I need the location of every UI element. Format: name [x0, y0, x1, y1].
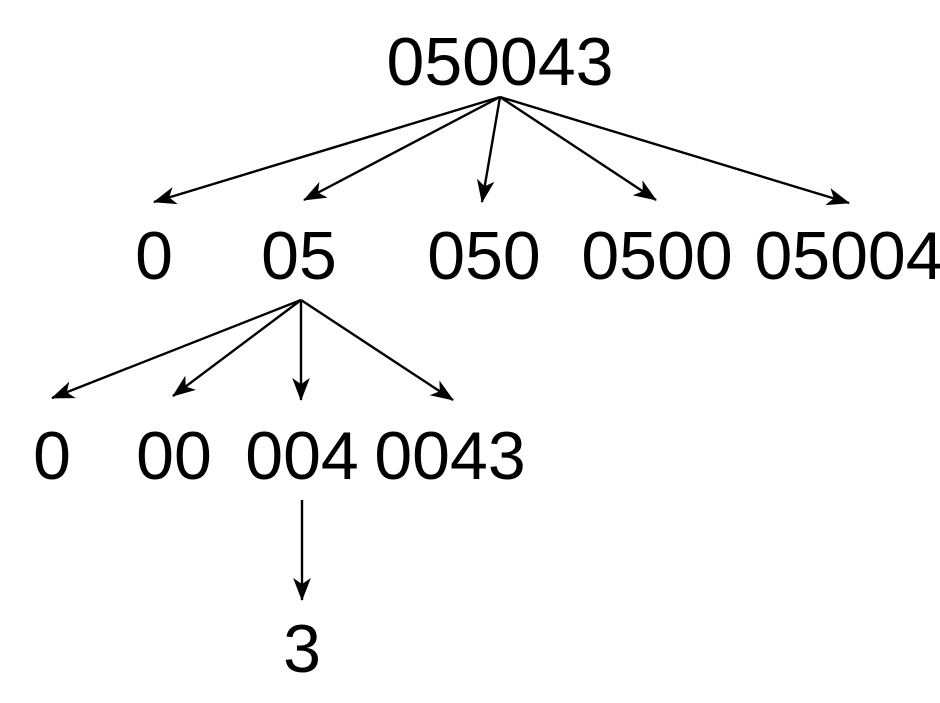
tree-node-n-05: 05	[261, 218, 337, 294]
tree-node-n-0043: 0043	[374, 418, 526, 494]
tree-edge	[499, 95, 657, 202]
tree-node-n-05004: 05004	[754, 218, 940, 294]
tree-edge	[51, 298, 302, 400]
tree-edge	[153, 95, 501, 205]
tree-node-n-050: 050	[427, 218, 541, 294]
tree-node-n-00: 00	[136, 418, 212, 494]
tree-node-n-3: 3	[283, 611, 321, 687]
tree-edge	[300, 298, 454, 402]
tree-node-n-0500: 0500	[581, 218, 733, 294]
tree-node-n-0: 0	[135, 218, 173, 294]
tree-edge	[476, 96, 502, 203]
tree-edge	[172, 299, 302, 397]
edge-group	[51, 95, 850, 601]
tree-edge	[499, 95, 850, 206]
tree-node-root: 050043	[386, 24, 614, 100]
tree-node-n-0b: 0	[33, 418, 71, 494]
tree-node-n-004: 004	[245, 418, 359, 494]
tree-edge	[303, 95, 501, 202]
